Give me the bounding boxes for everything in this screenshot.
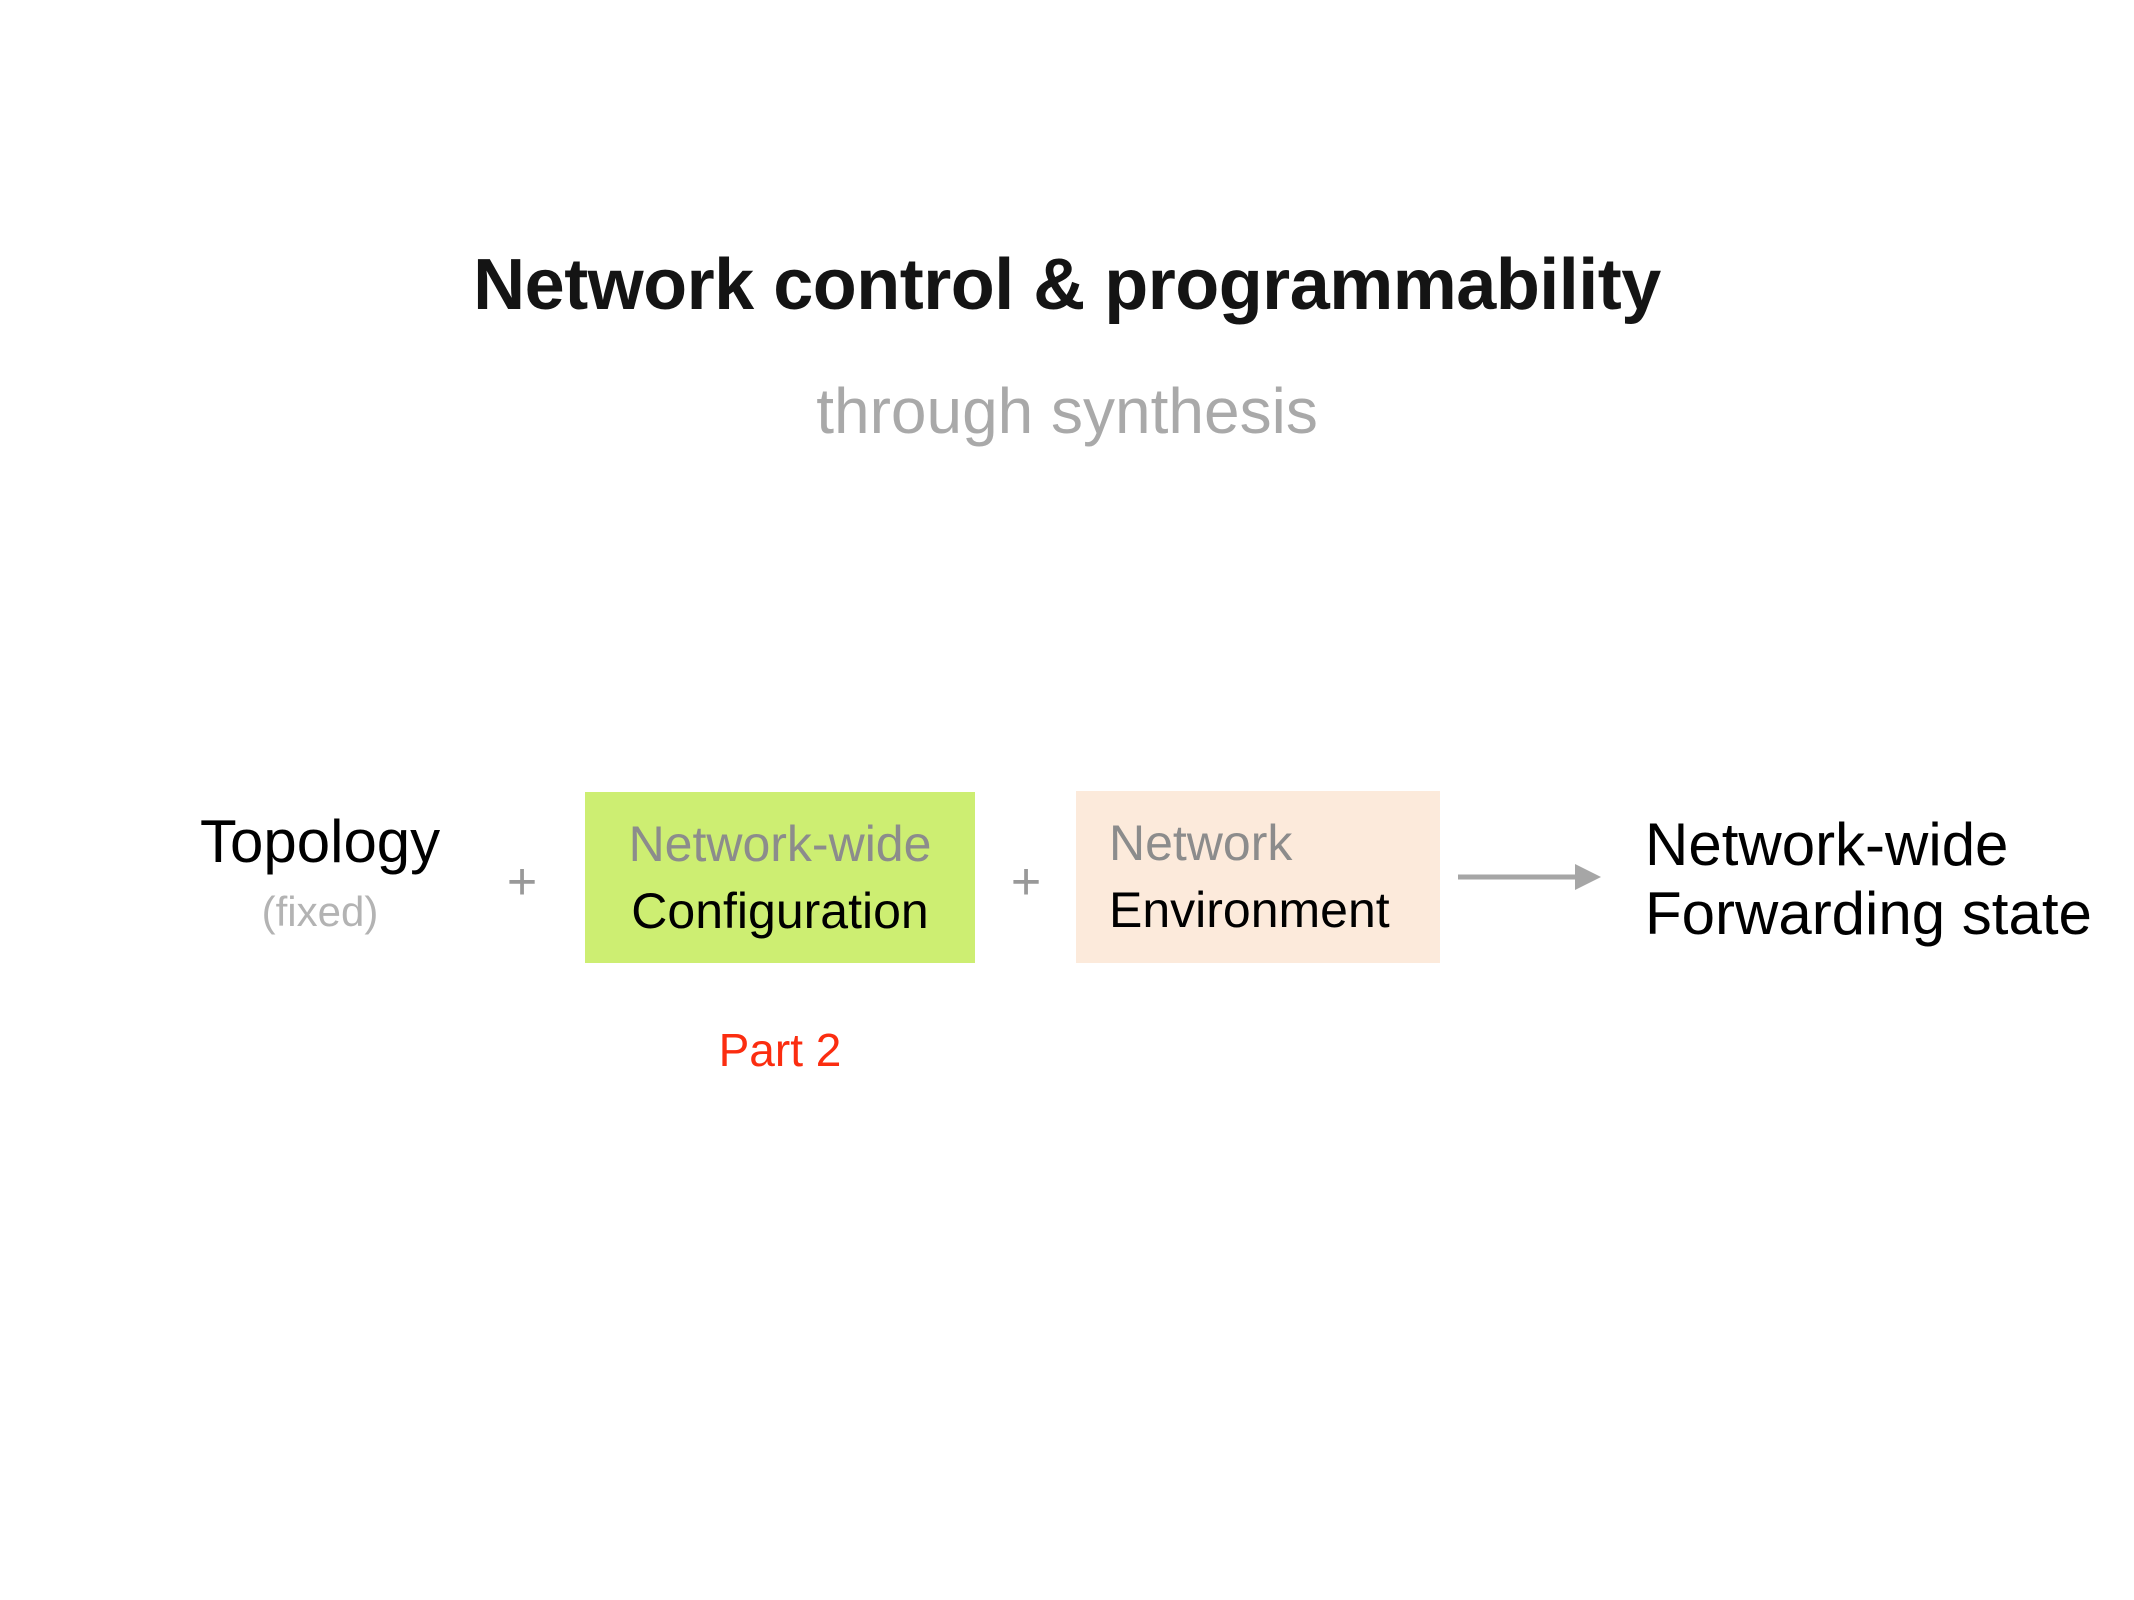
environment-box-line2: Environment bbox=[1109, 882, 1390, 938]
topology-label: Topology bbox=[200, 808, 441, 875]
environment-box-line1: Network bbox=[1109, 815, 1293, 871]
configuration-box-line1: Network-wide bbox=[628, 815, 932, 872]
slide-subtitle: through synthesis bbox=[816, 375, 1318, 447]
topology-fixed-label: (fixed) bbox=[261, 888, 379, 935]
right-arrow-icon bbox=[1458, 864, 1601, 890]
plus-operator-2: + bbox=[1010, 853, 1042, 911]
part-2-label: Part 2 bbox=[718, 1024, 842, 1076]
configuration-box-line2: Configuration bbox=[631, 882, 929, 939]
forwarding-state-line1: Network-wide bbox=[1645, 811, 2009, 878]
forwarding-state-label: Network-wide Forwarding state bbox=[1645, 810, 2092, 948]
environment-box: Network Environment bbox=[1076, 791, 1440, 963]
configuration-box: Network-wide Configuration bbox=[585, 792, 975, 963]
slide-title: Network control & programmability bbox=[473, 245, 1661, 325]
topology-label-group: Topology (fixed) bbox=[200, 806, 440, 936]
forwarding-state-line2: Forwarding state bbox=[1645, 880, 2092, 947]
plus-operator-1: + bbox=[506, 853, 538, 911]
